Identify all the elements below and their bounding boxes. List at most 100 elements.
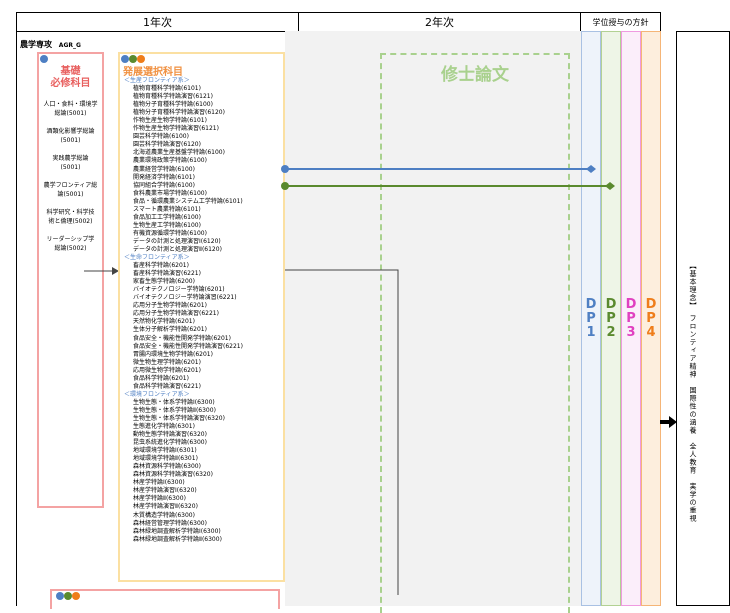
course-item: 生物生態・体系学特論Ⅱ(6300) bbox=[133, 406, 216, 414]
course-item: 作物生産生物学特論(6101) bbox=[133, 117, 207, 125]
course-item: 森林資源科学特論(6300) bbox=[133, 463, 201, 471]
course-item: 園芸科学特論(6100) bbox=[133, 133, 189, 141]
course-item: 作物生産生物学特論演習(6121) bbox=[133, 125, 219, 133]
dp2-label: DP2 bbox=[605, 296, 617, 340]
elective-group-production: ＜生産フロンティア系＞ bbox=[124, 77, 190, 84]
course-item: 胃腸内環境生物学特論(6201) bbox=[133, 350, 213, 358]
course-item: 応用微生物学特論(6201) bbox=[133, 366, 201, 374]
course-item: 応用分子生物学特論演習(6221) bbox=[133, 310, 219, 318]
course-item: 開発経済学特論(6101) bbox=[133, 173, 195, 181]
program-title: 農学専攻 AGR_G bbox=[20, 39, 81, 50]
course-item: 有機資源循環学特論(6100) bbox=[133, 229, 207, 237]
elective-box bbox=[118, 52, 285, 582]
required-item: 酒類化影響学総論 (5001) bbox=[46, 128, 95, 144]
required-item: 人口・食料・環境学 総論(5001) bbox=[43, 101, 98, 117]
year2-background bbox=[285, 31, 581, 606]
course-item: 植物分子育種科学特論(6100) bbox=[133, 101, 213, 109]
required-title-line2: 必修科目 bbox=[50, 78, 91, 89]
header-year1: 1年次 bbox=[16, 12, 299, 32]
course-item: 食品科学特論演習(6221) bbox=[133, 382, 201, 390]
course-item: 生物生態・体系学特論演習(6320) bbox=[133, 414, 225, 422]
course-item: 木質構造学特論(6300) bbox=[133, 511, 195, 519]
elective-green-dot bbox=[129, 55, 137, 63]
elective-to-thesis-line bbox=[285, 269, 399, 595]
elective-group-life-courses: 畜産科学特論(6201)畜産科学特論演習(6221)家畜生態学特論(6200)バ… bbox=[124, 262, 282, 391]
required-title: 基礎 必修科目 bbox=[37, 66, 104, 90]
dp4-label: DP4 bbox=[645, 296, 657, 340]
course-item: 食品科学特論(6201) bbox=[133, 374, 189, 382]
elective-course-list: ＜生産フロンティア系＞ 植物育種科学特論(6101)植物育種科学特論演習(612… bbox=[124, 77, 282, 544]
dp3-column: DP3 bbox=[621, 31, 641, 606]
course-item: 協同組合学特論(6100) bbox=[133, 181, 195, 189]
course-item: 林産学特論Ⅱ(6300) bbox=[133, 495, 186, 503]
course-item: 動物生態学特論演習(6320) bbox=[133, 431, 207, 439]
philosophy-box bbox=[676, 31, 730, 606]
dp2-connector-end bbox=[605, 182, 615, 190]
thesis-box bbox=[380, 53, 570, 613]
course-item: 食料農業市場学特論(6100) bbox=[133, 189, 207, 197]
course-item: 植物育種科学特論(6101) bbox=[133, 85, 201, 93]
elective-group-life: ＜生命フロンティア系＞ bbox=[124, 254, 190, 262]
course-item: 農業環境政策学特論(6100) bbox=[133, 157, 207, 165]
course-item: データの計測と処理演習Ⅱ(6120) bbox=[133, 245, 222, 253]
course-item: データの計測と処理演習Ⅰ(6120) bbox=[133, 237, 221, 245]
course-item: 微生物生理学特論(6201) bbox=[133, 358, 201, 366]
course-item: スマート農業特論(6101) bbox=[133, 205, 201, 213]
course-item: 家畜生態学特論(6200) bbox=[133, 278, 195, 286]
course-item: 生物生態・体系学特論Ⅰ(6300) bbox=[133, 398, 215, 406]
course-item: 林産学特論演習Ⅱ(6320) bbox=[133, 503, 198, 511]
philosophy-text: 【基本理念】 フロンティア精神 国際性の涵養 全人教育 実学の重視 bbox=[689, 262, 697, 523]
course-item: 植物育種科学特論演習(6121) bbox=[133, 93, 213, 101]
course-item: バイオテクノロジー学特論演習(6221) bbox=[133, 294, 237, 302]
elective-title: 発展選択科目 bbox=[123, 67, 183, 78]
course-item: 天然物化学特論(6201) bbox=[133, 318, 195, 326]
course-item: 食品安全・機能性開発学特論(6201) bbox=[133, 334, 231, 342]
dp-to-philosophy-arrow bbox=[660, 416, 677, 428]
elective-group-production-courses: 植物育種科学特論(6101)植物育種科学特論演習(6121)植物分子育種科学特論… bbox=[124, 85, 282, 254]
course-item: 園芸科学特論演習(6120) bbox=[133, 141, 201, 149]
course-item: 森林緑地調査解析学特論Ⅱ(6300) bbox=[133, 535, 222, 543]
elective-blue-dot bbox=[121, 55, 129, 63]
required-item: リーダーシップ学 総論(5002) bbox=[46, 236, 95, 252]
course-item: 農業経営学特論(6100) bbox=[133, 165, 195, 173]
course-item: 森林経営管理学特論(6300) bbox=[133, 519, 207, 527]
course-item: 生体分子解析学特論(6201) bbox=[133, 326, 207, 334]
course-item: 食品・循環農業システム工学特論(6101) bbox=[133, 197, 243, 205]
required-to-elective-arrow bbox=[84, 267, 119, 275]
course-item: 生態進化学特論(6301) bbox=[133, 423, 195, 431]
course-item: 森林緑地調査解析学特論Ⅰ(6300) bbox=[133, 527, 221, 535]
elective-orange-dot bbox=[137, 55, 145, 63]
course-item: 畜産科学特論(6201) bbox=[133, 262, 189, 270]
dp2-connector-start bbox=[281, 182, 289, 190]
program-code: AGR_G bbox=[58, 42, 81, 49]
dp1-connector-start bbox=[281, 165, 289, 173]
required-list: 人口・食料・環境学 総論(5001) 酒類化影響学総論 (5001) 実践農学総… bbox=[39, 100, 102, 262]
course-item: 生物生産工学特論(6100) bbox=[133, 221, 201, 229]
dp1-connector-end bbox=[586, 165, 596, 173]
course-item: 森林資源科学特論演習(6320) bbox=[133, 471, 213, 479]
program-name: 農学専攻 bbox=[20, 40, 52, 49]
course-item: 食品安全・機能性開発学特論演習(6221) bbox=[133, 342, 243, 350]
connector-lines bbox=[281, 165, 615, 595]
course-item: 地域環境学特論Ⅱ(6301) bbox=[133, 455, 198, 463]
main-frame bbox=[16, 31, 581, 606]
course-item: 昆虫系統進化学特論(6300) bbox=[133, 439, 207, 447]
required-blue-dot bbox=[40, 55, 48, 63]
elective-group-environment: ＜環境フロンティア系＞ bbox=[124, 390, 190, 398]
dp2-column: DP2 bbox=[601, 31, 621, 606]
required-item: 農学フロンティア総 論(5001) bbox=[43, 182, 98, 198]
dp3-label: DP3 bbox=[625, 296, 637, 340]
dp1-label: DP1 bbox=[585, 296, 597, 340]
required-item: 科学研究・科学技 術と倫理(5002) bbox=[46, 209, 95, 225]
course-item: バイオテクノロジー学特論(6201) bbox=[133, 286, 225, 294]
required-item: 実践農学総論 (5001) bbox=[52, 155, 89, 171]
course-item: 北海道農業生産基盤学特論(6100) bbox=[133, 149, 225, 157]
course-item: 畜産科学特論演習(6221) bbox=[133, 270, 201, 278]
course-item: 応用分子生物学特論(6201) bbox=[133, 302, 207, 310]
thesis-title: 修士論文 bbox=[441, 65, 509, 85]
course-item: 林産学特論Ⅰ(6300) bbox=[133, 479, 185, 487]
course-item: 植物分子育種科学特論演習(6120) bbox=[133, 109, 225, 117]
course-item: 食品加工工学特論(6100) bbox=[133, 213, 201, 221]
required-title-line1: 基礎 bbox=[60, 66, 81, 77]
elective-group-environment-courses: 生物生態・体系学特論Ⅰ(6300)生物生態・体系学特論Ⅱ(6300)生物生態・体… bbox=[124, 399, 282, 544]
